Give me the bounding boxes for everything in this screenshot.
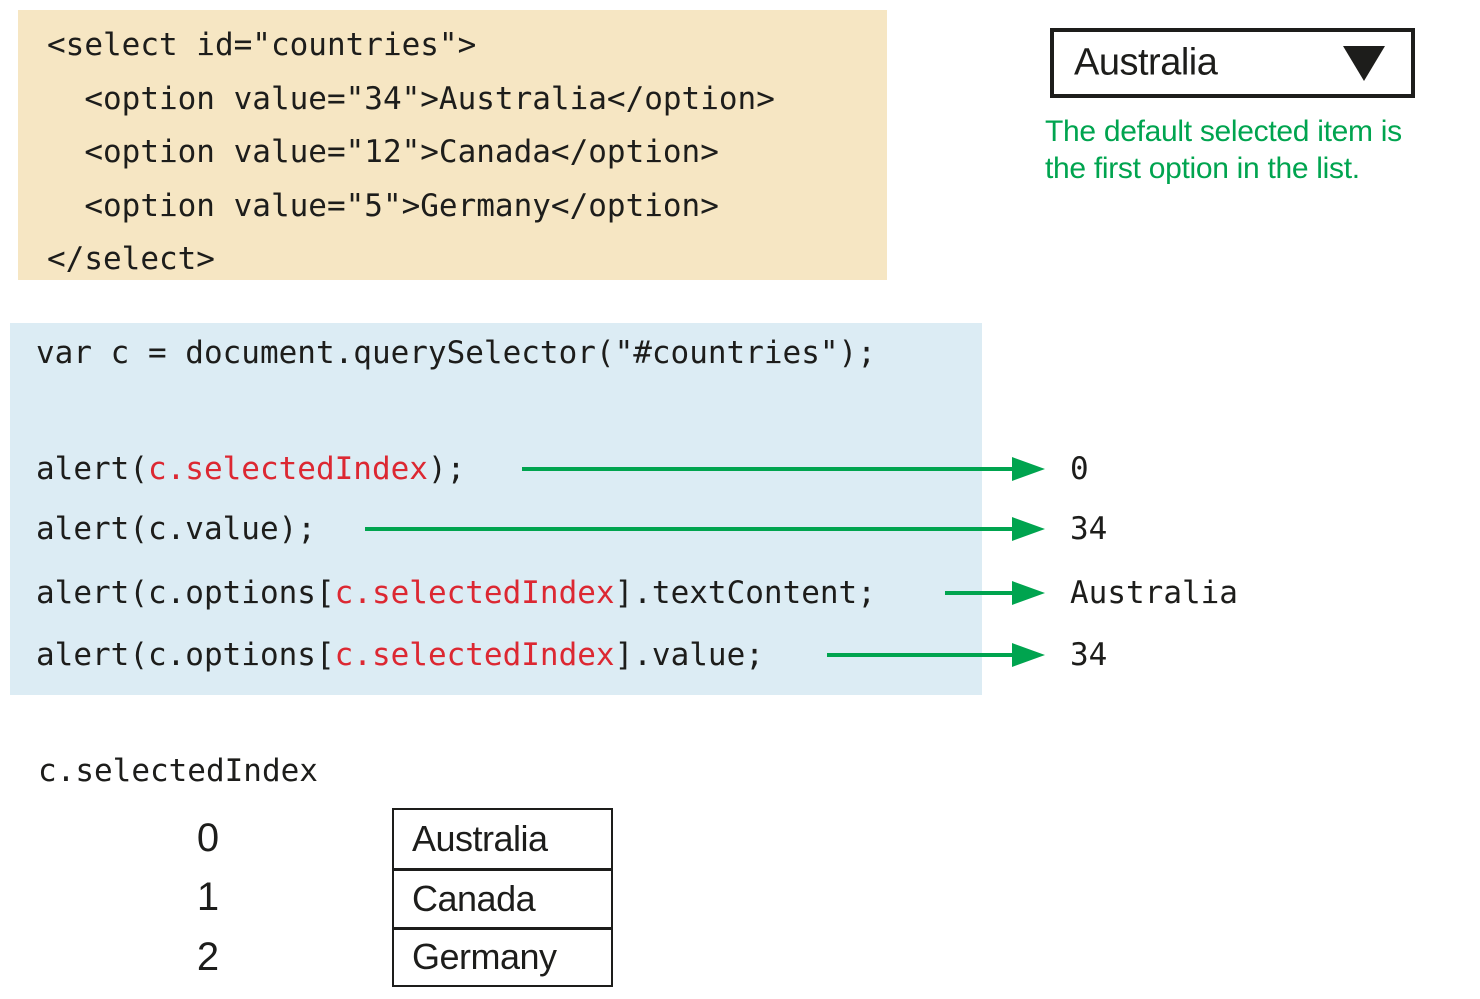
html-code-block: <select id="countries"> <option value="3… [18, 10, 887, 280]
code-segment: alert(c.options[ [36, 575, 335, 611]
table-row: Canada [394, 868, 611, 926]
table-row: Australia [394, 810, 611, 868]
code-segment: alert(c.options[ [36, 637, 335, 673]
alert-result: 34 [1070, 511, 1108, 547]
index-value: 0 [196, 816, 220, 860]
code-segment: ); [427, 451, 466, 487]
caret-down-icon [1343, 46, 1385, 81]
option-cell: Germany [412, 936, 557, 978]
code-line: <option value="34">Australia</option> [47, 80, 775, 117]
option-cell: Canada [412, 877, 536, 919]
index-value: 1 [196, 875, 220, 919]
code-line: alert(c.options[c.selectedIndex].value; [36, 639, 764, 671]
code-line: alert(c.options[c.selectedIndex].textCon… [36, 577, 876, 609]
code-segment: ].textContent; [614, 575, 876, 611]
code-segment: ].value; [614, 637, 764, 673]
options-table: Australia Canada Germany [392, 808, 613, 987]
country-select[interactable]: Australia [1050, 28, 1415, 98]
result-arrow [827, 643, 1045, 667]
annotation-line: The default selected item is [1045, 115, 1402, 148]
highlighted-code: c.selectedIndex [334, 637, 615, 673]
result-arrow [365, 517, 1045, 541]
alert-result: 34 [1070, 637, 1108, 673]
result-arrow [945, 581, 1045, 605]
table-row: Germany [394, 926, 611, 985]
highlighted-code: c.selectedIndex [334, 575, 615, 611]
option-cell: Australia [412, 818, 548, 860]
code-line: </select> [47, 241, 215, 277]
annotation-line: the first option in the list. [1045, 152, 1360, 185]
highlighted-code: c.selectedIndex [147, 451, 428, 487]
code-line: <option value="5">Germany</option> [47, 187, 719, 224]
code-line: <select id="countries"> [47, 27, 477, 63]
code-segment: alert(c.value); [36, 511, 316, 547]
code-line: var c = document.querySelector("#countri… [36, 335, 876, 371]
code-line: <option value="12">Canada</option> [47, 134, 719, 170]
code-line: alert(c.selectedIndex); [36, 453, 465, 485]
selectedindex-label: c.selectedIndex [38, 753, 318, 789]
result-arrow [522, 457, 1045, 481]
alert-result: 0 [1070, 451, 1089, 487]
code-line: alert(c.value); [36, 513, 316, 545]
code-segment: alert( [36, 451, 148, 487]
index-value: 2 [196, 935, 220, 979]
selected-option-label: Australia [1074, 41, 1218, 84]
alert-result: Australia [1070, 575, 1238, 611]
annotation-text: The default selected item is the first o… [1045, 113, 1402, 187]
js-code-block: var c = document.querySelector("#countri… [10, 323, 982, 695]
